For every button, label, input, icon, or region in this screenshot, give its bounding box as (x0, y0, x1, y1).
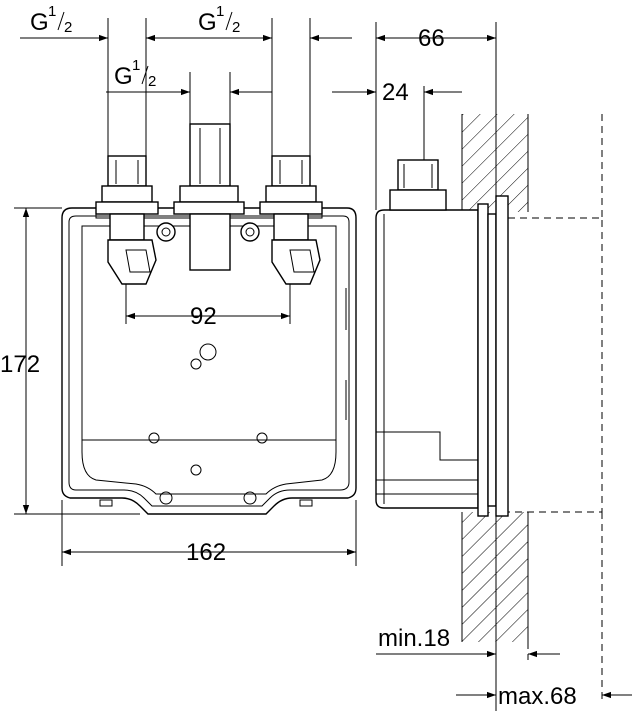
thread-main: G (114, 63, 133, 90)
dim-width-162: 162 (186, 539, 226, 566)
max-outline (508, 217, 603, 513)
front-tray (81, 225, 337, 495)
dimension-lines (14, 18, 632, 711)
thread-num: 1 (48, 3, 56, 20)
hole (159, 491, 173, 505)
hole (256, 432, 268, 444)
front-view (61, 123, 357, 515)
mounting-plate (477, 203, 489, 517)
thread-den: 2 (64, 19, 72, 36)
left-valve (95, 155, 159, 285)
wall-hatch-bottom (462, 512, 528, 642)
right-valve (259, 155, 323, 285)
thread-den: 2 (148, 73, 156, 90)
hole (148, 432, 160, 444)
dim-depth-66: 66 (418, 25, 445, 52)
screw (240, 222, 260, 242)
side-housing (375, 209, 479, 509)
wall-hatch-top (462, 114, 528, 212)
thread-main: G (198, 9, 217, 36)
dim-wall-min: min.18 (378, 625, 450, 652)
screw (156, 222, 176, 242)
hole (190, 464, 202, 476)
dimension-labels: G 1 2 G 1 2 G 1 2 66 24 172 92 162 min.1… (0, 3, 577, 710)
thread-num: 1 (132, 57, 140, 74)
hole (243, 491, 257, 505)
pipe-thread-label-middle: G 1 2 (114, 57, 156, 90)
dim-spacing-92: 92 (190, 303, 217, 330)
dim-height-172: 172 (0, 351, 40, 378)
pipe-thread-label-right: G 1 2 (198, 3, 240, 36)
pipe-thread-label-left: G 1 2 (30, 3, 72, 36)
hole (190, 358, 202, 370)
thread-den: 2 (232, 19, 240, 36)
side-view (375, 114, 603, 700)
hole (199, 343, 217, 361)
middle-valve (173, 123, 245, 271)
thread-num: 1 (216, 3, 224, 20)
dim-offset-24: 24 (382, 79, 409, 106)
thread-main: G (30, 9, 49, 36)
front-housing-inner (68, 215, 350, 507)
dim-wall-max: max.68 (498, 683, 577, 710)
